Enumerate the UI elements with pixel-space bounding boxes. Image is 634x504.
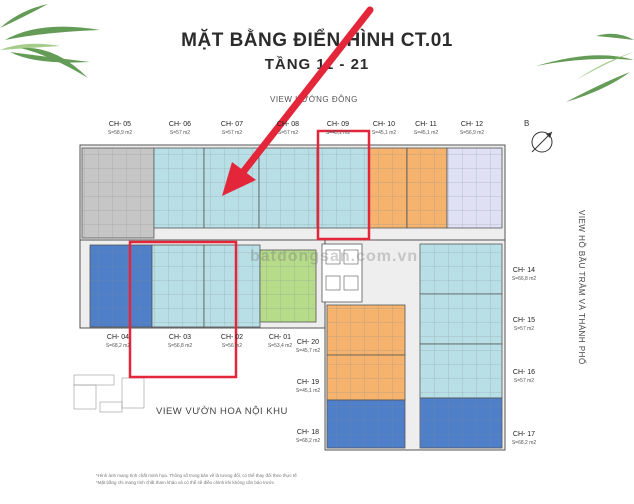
red-arrow-icon (222, 6, 374, 196)
unit-ch06[interactable] (153, 147, 205, 229)
highlight-box-ch09 (316, 129, 371, 241)
unit-ch14[interactable] (419, 243, 503, 295)
footnote-line-1: *Hình ảnh mang tính chất minh họa. Thông… (96, 473, 297, 478)
unit-ch02[interactable] (203, 244, 261, 328)
unit-ch18[interactable] (326, 399, 406, 449)
page-subtitle: TẦNG 11 - 21 (264, 56, 370, 73)
unit-ch10[interactable] (368, 147, 408, 229)
compass-letter: B (524, 119, 529, 128)
unit-ch01[interactable] (259, 249, 317, 323)
elevator-core (321, 243, 363, 303)
unit-ch12[interactable] (446, 147, 503, 229)
footnote: *Hình ảnh mang tính chất minh họa. Thông… (96, 472, 556, 486)
bamboo-leaf-right-icon (536, 33, 634, 102)
compass-icon: B (524, 119, 553, 153)
unit-ch05[interactable] (81, 147, 155, 239)
unit-ch16[interactable] (419, 343, 503, 399)
watermark: batdongsan.com.vn (250, 248, 419, 265)
unit-ch03[interactable] (151, 244, 205, 328)
unit-ch11[interactable] (406, 147, 448, 229)
unit-ch08[interactable] (258, 147, 318, 229)
view-label-bottom: VIEW VƯỜN HOA NỘI KHU (156, 406, 288, 417)
unit-ch17[interactable] (419, 397, 503, 449)
highlight-box-ch03 (128, 240, 238, 379)
key-plan-thumbnail (73, 374, 145, 413)
unit-ch20[interactable] (326, 304, 406, 356)
footnote-line-2: *Mặt bằng chi mang tính chất tham khảo v… (96, 480, 275, 485)
unit-ch19[interactable] (326, 354, 406, 401)
unit-ch04[interactable] (89, 244, 153, 328)
unit-ch09[interactable] (316, 147, 370, 229)
view-label-right: VIEW HỒ BẦU TRÂM VÀ THÀNH PHỐ (577, 210, 586, 365)
unit-ch15[interactable] (419, 293, 503, 345)
bamboo-leaf-left-icon (0, 4, 100, 78)
page-title: MẶT BẰNG ĐIỂN HÌNH CT.01 (181, 30, 453, 51)
view-label-top: VIEW HƯỚNG ĐÔNG (270, 95, 358, 104)
